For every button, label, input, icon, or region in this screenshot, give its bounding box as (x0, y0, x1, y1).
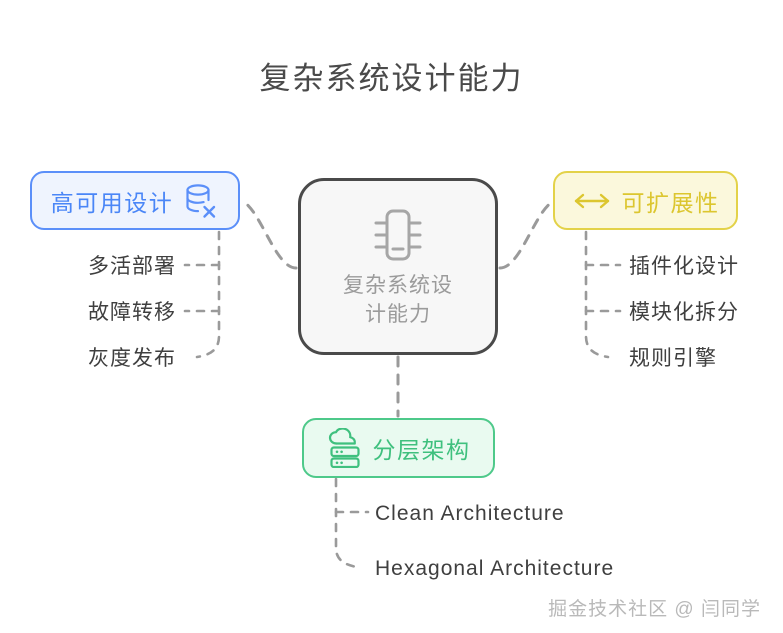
arrows-left-right-icon (572, 190, 612, 212)
leaf-item[interactable]: 灰度发布 (88, 347, 176, 370)
branch-label-scalability: 可扩展性 (621, 189, 720, 216)
branch-label-high-availability: 高可用设计 (50, 189, 174, 216)
branch-label-layered-architecture: 分层架构 (372, 437, 471, 463)
root-node[interactable]: 复杂系统设 计能力 (298, 178, 498, 355)
leaf-item[interactable]: 模块化拆分 (629, 301, 739, 324)
leaf-item[interactable]: 规则引擎 (629, 347, 717, 370)
watermark: 掘金技术社区 @ 闫同学 (548, 599, 761, 620)
leaf-item[interactable]: 故障转移 (88, 301, 176, 324)
cloud-server-icon (327, 428, 363, 468)
page-title: 复杂系统设计能力 (259, 61, 524, 96)
branch-node-high-availability[interactable]: 高可用设计 (30, 171, 240, 230)
root-label: 复杂系统设 计能力 (343, 273, 453, 326)
connector-right-group (584, 230, 622, 359)
database-x-icon (183, 182, 219, 220)
connector-bottom-group (334, 477, 370, 569)
branch-node-layered-architecture[interactable]: 分层架构 (302, 418, 495, 478)
leaf-item[interactable]: 多活部署 (88, 255, 176, 278)
branch-node-scalability[interactable]: 可扩展性 (553, 171, 738, 230)
connector-root-to-left (242, 200, 298, 270)
leaf-item[interactable]: Hexagonal Architecture (375, 557, 615, 580)
chip-icon (370, 204, 426, 266)
connector-left-group (183, 230, 221, 359)
leaf-item[interactable]: Clean Architecture (375, 502, 565, 525)
leaf-item[interactable]: 插件化设计 (629, 255, 739, 278)
connector-root-to-right (498, 200, 554, 270)
